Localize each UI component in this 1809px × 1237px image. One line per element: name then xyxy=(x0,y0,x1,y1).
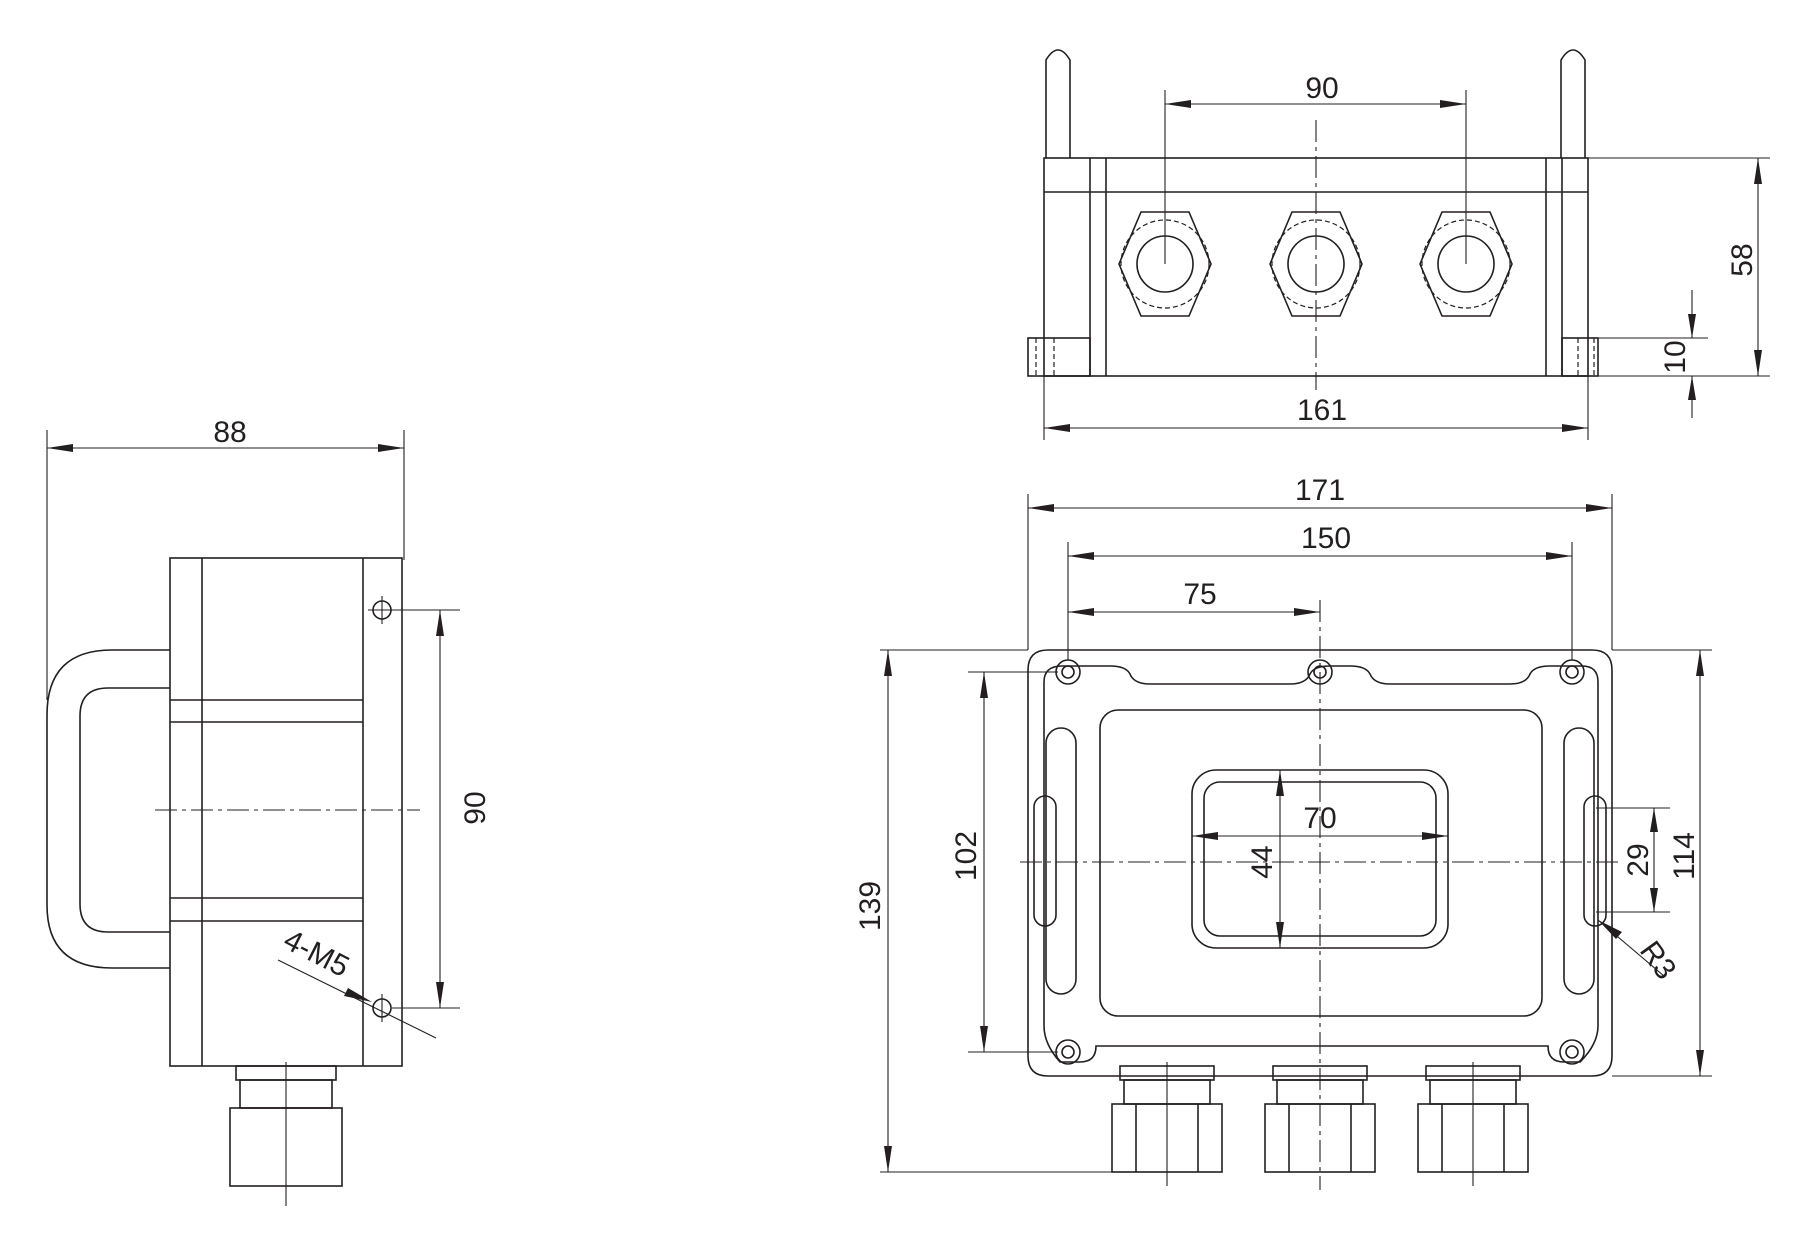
handle-inner xyxy=(79,687,170,933)
left-flange xyxy=(1027,337,1091,377)
dim-arrows xyxy=(1068,608,1320,616)
front-gland-3 xyxy=(1417,1062,1529,1186)
front-dim-70-label: 70 xyxy=(1303,802,1336,835)
leader-arrow xyxy=(1598,920,1622,939)
left-slot-outer xyxy=(1045,727,1077,995)
front-gland-2 xyxy=(1264,1065,1376,1173)
front-dim-44-label: 44 xyxy=(1246,845,1279,878)
front-outer xyxy=(1027,649,1613,1077)
front-inner xyxy=(1043,665,1599,1063)
front-dim-114-label: 114 xyxy=(1668,832,1701,880)
top-dim-161-label: 161 xyxy=(1297,394,1347,427)
right-post xyxy=(1560,49,1586,158)
right-slot-outer xyxy=(1563,727,1595,995)
front-panel xyxy=(1099,709,1543,1017)
side-body xyxy=(169,557,403,1067)
top-view: 90 161 58 10 xyxy=(1027,49,1770,440)
side-view: 88 90 4-M5 xyxy=(46,416,492,1206)
right-slot-inner xyxy=(1583,795,1607,927)
front-dim-75-label: 75 xyxy=(1183,578,1216,611)
radius-label: R3 xyxy=(1633,935,1682,985)
dim-90-label: 90 xyxy=(459,791,492,824)
dim-88-label: 88 xyxy=(213,416,246,449)
front-screws xyxy=(1055,659,1585,1065)
front-dim-171-label: 171 xyxy=(1295,474,1345,507)
leader-arrow xyxy=(344,988,372,1002)
window-outer xyxy=(1191,769,1449,949)
front-dim-29-label: 29 xyxy=(1622,843,1655,876)
top-dim-10-label: 10 xyxy=(1659,340,1692,373)
handle-outer xyxy=(46,649,170,969)
dim-arrows xyxy=(1754,158,1762,376)
front-dim-139-label: 139 xyxy=(854,881,887,931)
right-flange xyxy=(1561,337,1599,377)
dim-arrows xyxy=(1192,832,1448,840)
front-view: 171 150 75 70 44 139 102 xyxy=(854,474,1712,1190)
left-post xyxy=(1045,49,1071,158)
front-gland-1 xyxy=(1111,1062,1223,1186)
left-slot-inner xyxy=(1033,795,1057,927)
top-dim-58-label: 58 xyxy=(1726,243,1759,276)
thread-label: 4-M5 xyxy=(278,923,354,983)
front-dim-102-label: 102 xyxy=(950,831,983,881)
front-dim-150-label: 150 xyxy=(1301,522,1351,555)
dim-arrows xyxy=(1650,808,1658,912)
thread-leader xyxy=(277,959,437,1039)
dim-arrows xyxy=(1688,314,1696,400)
top-dim-90-label: 90 xyxy=(1305,72,1338,105)
